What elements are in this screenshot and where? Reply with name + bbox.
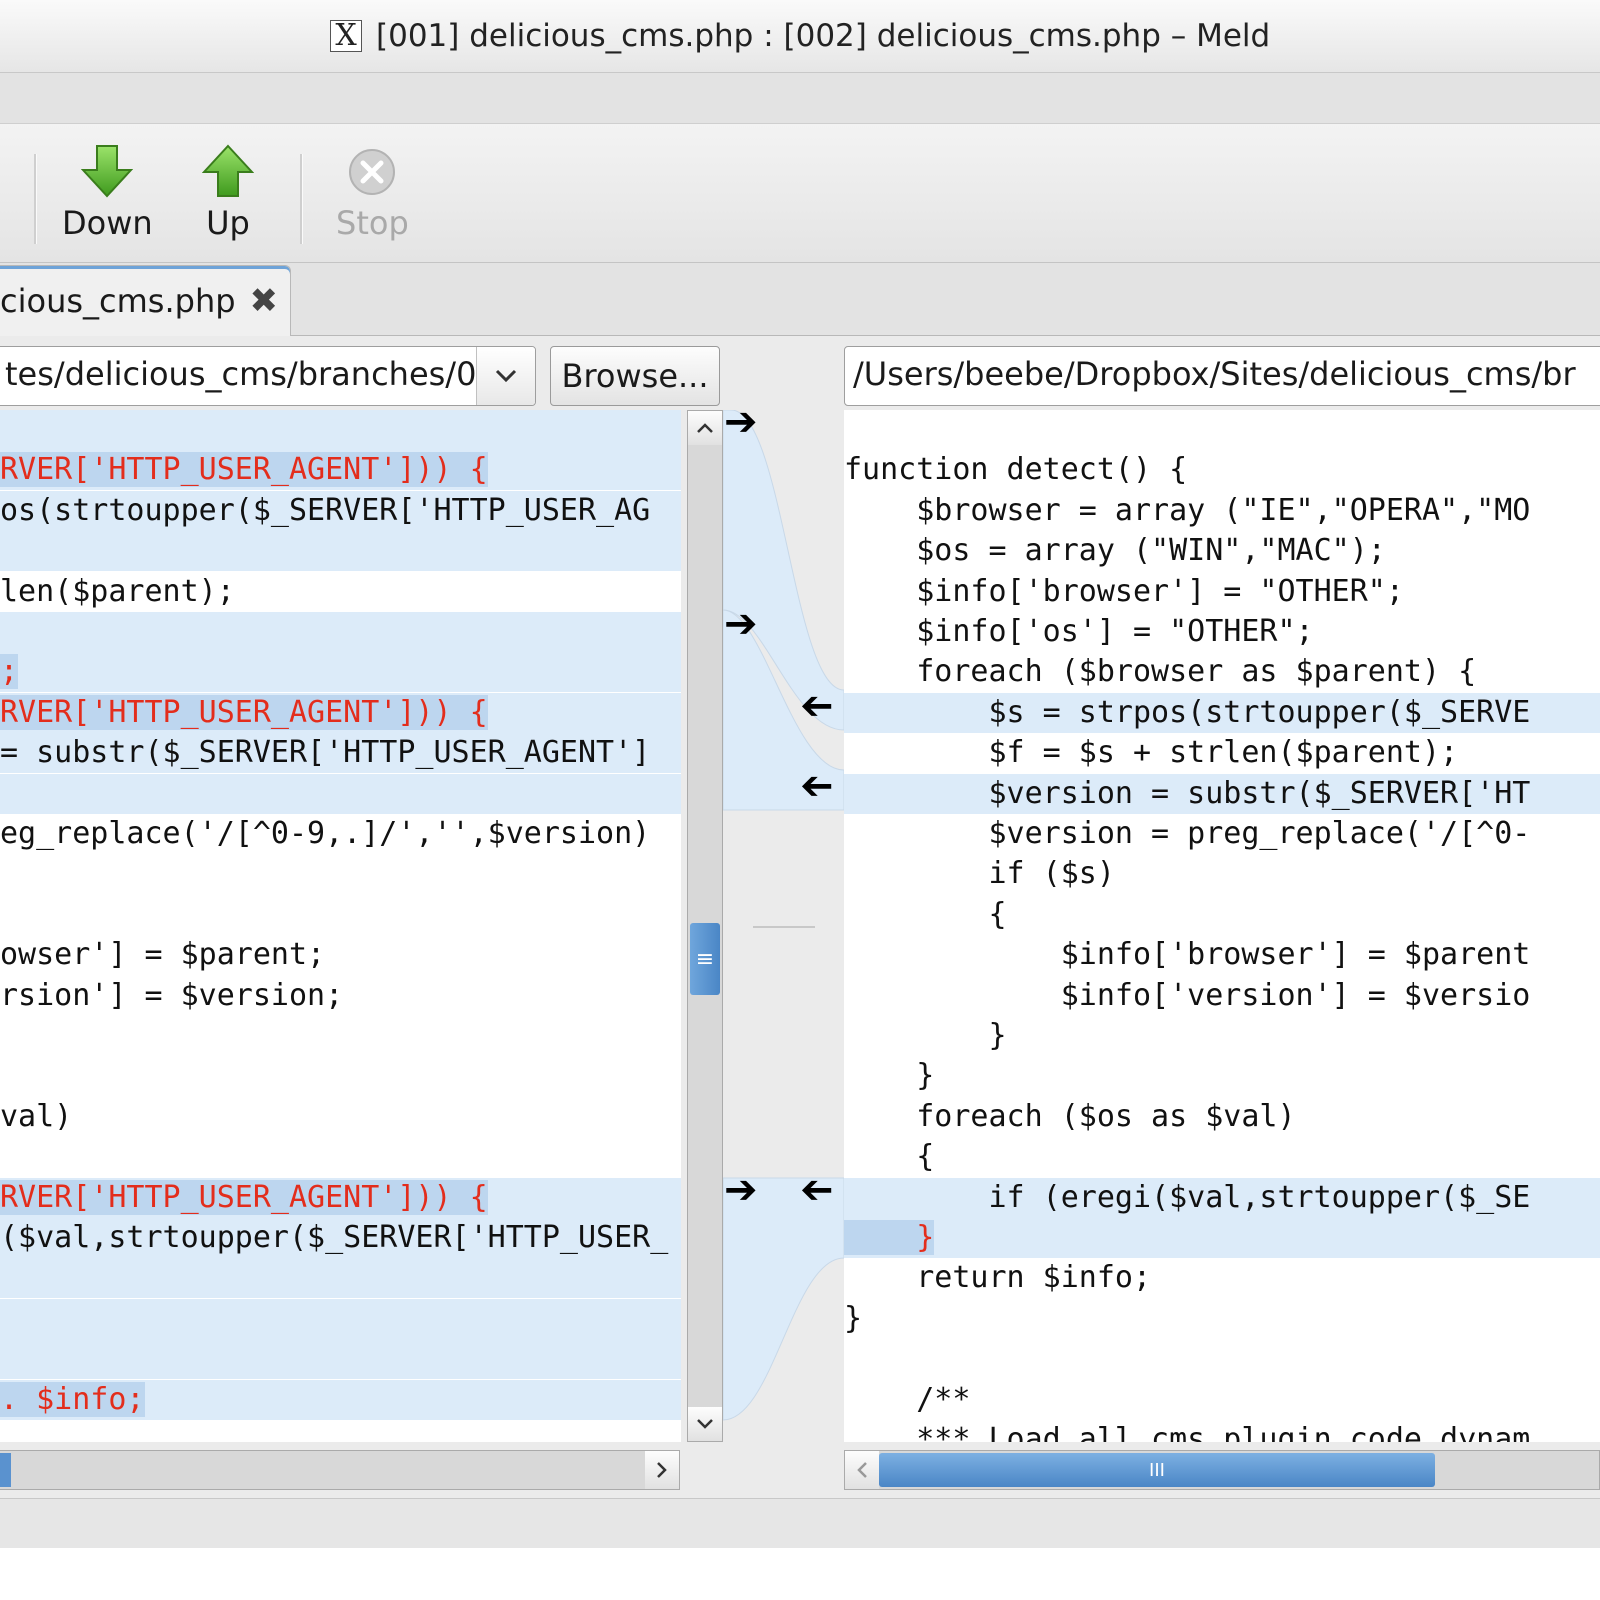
code-line [0, 1258, 681, 1299]
right-horizontal-scrollbar[interactable]: III [844, 1450, 1600, 1490]
left-path-combo[interactable]: tes/delicious_cms/branches/0( [0, 346, 536, 406]
toolbar-separator [34, 154, 37, 244]
toolbar: Down Up Stop [0, 124, 1600, 263]
code-line: ; [0, 652, 681, 693]
diff-link-map [723, 410, 844, 1421]
code-line: if ($s) [844, 856, 1115, 892]
code-line [0, 773, 681, 814]
close-icon[interactable]: ✖ [249, 281, 279, 321]
code-line: RVER['HTTP_USER_AGENT'])) { [0, 450, 681, 491]
menu-bar [0, 73, 1600, 124]
left-vertical-scrollbar[interactable]: ≡ [687, 410, 723, 1442]
code-line: if (eregi($val,strtoupper($_SE [844, 1177, 1600, 1218]
code-line: $info['os'] = "OTHER"; [844, 614, 1314, 649]
left-editor-pane[interactable]: RVER['HTTP_USER_AGENT'])) {os(strtoupper… [0, 410, 681, 1442]
down-button[interactable]: Down [62, 144, 153, 242]
code-line: rsion'] = $version; [0, 977, 344, 1013]
code-line: return $info; [844, 1260, 1152, 1296]
code-line [0, 1298, 681, 1339]
code-line [844, 410, 1600, 450]
code-line: foreach ($browser as $parent) { [844, 654, 1477, 690]
code-line: } [844, 1058, 935, 1094]
scroll-up-icon[interactable] [688, 411, 722, 445]
code-line: foreach ($os as $val) [844, 1098, 1296, 1134]
code-line: RVER['HTTP_USER_AGENT'])) { [0, 1177, 681, 1218]
code-line [0, 1016, 681, 1056]
chevron-down-icon[interactable] [476, 347, 535, 405]
code-line: . $info; [0, 1379, 681, 1420]
right-editor-pane[interactable]: function detect() { $browser = array ("I… [844, 410, 1600, 1442]
arrow-down-icon [81, 145, 134, 198]
x-window-icon: X [330, 20, 362, 52]
code-line: $s = strpos(strtoupper($_SERVE [844, 692, 1600, 733]
code-line [0, 854, 681, 894]
code-line: function detect() { [844, 452, 1188, 488]
code-line: owser'] = $parent; [0, 937, 326, 973]
copy-left-arrow-icon[interactable]: ➔ [800, 683, 834, 729]
code-line: RVER['HTTP_USER_AGENT'])) { [0, 692, 681, 733]
title-bar: X [001] delicious_cms.php : [002] delici… [0, 0, 1600, 73]
scroll-down-icon[interactable] [688, 1407, 722, 1441]
code-line: $browser = array ("IE","OPERA","MO [844, 492, 1531, 528]
desktop-background [0, 1548, 1600, 1600]
code-line: $info['version'] = $versio [844, 977, 1531, 1013]
code-line: $f = $s + strlen($parent); [844, 735, 1459, 771]
code-line: $info['browser'] = $parent [844, 937, 1531, 973]
browse-button[interactable]: Browse... [550, 346, 720, 406]
right-path-text: /Users/beebe/Dropbox/Sites/delicious_cms… [853, 355, 1576, 393]
tab-delicious-cms[interactable]: cious_cms.php ✖ [0, 265, 291, 336]
right-path-combo[interactable]: /Users/beebe/Dropbox/Sites/delicious_cms… [844, 346, 1600, 406]
tab-strip: cious_cms.php ✖ [0, 263, 1600, 336]
left-horizontal-scrollbar[interactable] [0, 1450, 680, 1490]
stop-icon [349, 149, 396, 195]
code-line: } [844, 1218, 1600, 1258]
copy-right-arrow-icon[interactable]: ➔ [724, 601, 758, 647]
code-line: { [844, 896, 1007, 932]
code-line: } [844, 1018, 1007, 1053]
code-line: ($val,strtoupper($_SERVER['HTTP_USER_ [0, 1218, 681, 1258]
stop-button[interactable]: Stop [336, 144, 409, 242]
left-path-text: tes/delicious_cms/branches/0( [5, 355, 489, 393]
code-line: val) [0, 1098, 73, 1134]
hscroll-thumb[interactable] [0, 1453, 11, 1487]
tab-label: cious_cms.php [0, 282, 236, 320]
code-line: $info['browser'] = "OTHER"; [844, 573, 1404, 609]
code-line [0, 531, 681, 572]
code-line [0, 612, 681, 652]
copy-left-arrow-icon[interactable]: ➔ [800, 763, 834, 809]
up-button[interactable]: Up [202, 144, 254, 242]
scroll-right-icon[interactable] [645, 1451, 679, 1489]
code-line: $os = array ("WIN","MAC"); [844, 533, 1386, 569]
code-line [0, 410, 681, 450]
code-line: eg_replace('/[^0-9,.]/','',$version) [0, 816, 651, 851]
scroll-thumb[interactable]: ≡ [690, 923, 720, 995]
code-line [0, 1056, 681, 1096]
code-line [0, 895, 681, 935]
hscroll-thumb[interactable]: III [879, 1453, 1435, 1487]
window-title: [001] delicious_cms.php : [002] deliciou… [376, 18, 1271, 54]
scroll-left-icon[interactable] [845, 1451, 879, 1489]
code-line [0, 1339, 681, 1380]
copy-right-arrow-icon[interactable]: ➔ [724, 1167, 758, 1213]
copy-right-arrow-icon[interactable]: ➔ [724, 399, 758, 445]
code-line: { [844, 1139, 935, 1175]
code-line [0, 1137, 681, 1177]
toolbar-separator [300, 154, 303, 244]
code-line [844, 1339, 1600, 1379]
stop-label: Stop [336, 204, 409, 242]
code-line: /** [844, 1381, 971, 1417]
status-bar [0, 1498, 1600, 1549]
code-line: $version = substr($_SERVER['HT [844, 773, 1600, 814]
down-label: Down [62, 204, 153, 242]
arrow-up-icon [202, 144, 254, 197]
code-line: } [844, 1300, 863, 1336]
code-line: *** Load all cms plugin code dynam [844, 1422, 1531, 1442]
copy-left-arrow-icon[interactable]: ➔ [800, 1167, 834, 1213]
code-line: $version = preg_replace('/[^0- [844, 816, 1531, 851]
code-line: len($parent); [0, 573, 235, 609]
up-label: Up [206, 204, 250, 242]
code-line: = substr($_SERVER['HTTP_USER_AGENT'] [0, 733, 681, 774]
code-line: os(strtoupper($_SERVER['HTTP_USER_AG [0, 490, 681, 531]
